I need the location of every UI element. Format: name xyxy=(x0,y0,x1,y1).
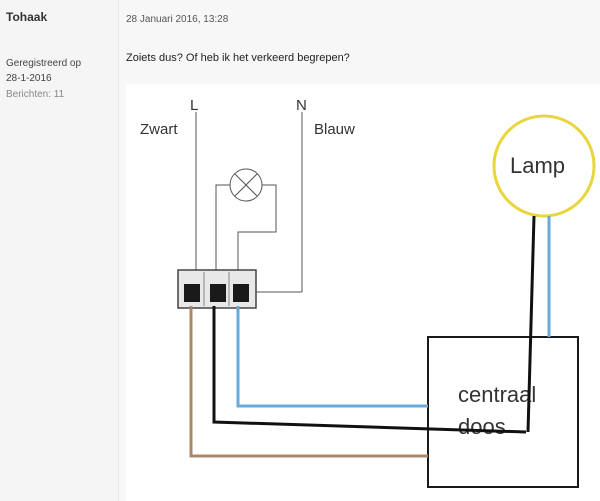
terminal-2 xyxy=(210,284,226,302)
bulb-wire-right xyxy=(237,184,277,274)
terminal-1 xyxy=(184,284,200,302)
post-date: 28 Januari 2016, 13:28 xyxy=(126,14,229,25)
central-box xyxy=(427,336,579,488)
wire-blue-terminal xyxy=(236,306,428,408)
bulb-cross-b xyxy=(234,173,258,197)
bulb-wire-left xyxy=(215,184,230,274)
label-l: L xyxy=(190,97,198,114)
registered-date: 28-1-2016 xyxy=(6,73,52,84)
post-count: Berichten: 11 xyxy=(6,89,65,100)
label-blauw: Blauw xyxy=(314,121,355,138)
author-name[interactable]: Tohaak xyxy=(6,10,48,24)
post-text: Zoiets dus? Of heb ik het verkeerd begre… xyxy=(126,52,350,64)
label-box-line1: centraal xyxy=(458,382,536,407)
terminal-3 xyxy=(233,284,249,302)
author-sidebar xyxy=(0,0,118,501)
wire-black-lamp xyxy=(526,215,536,433)
wire-black-terminal xyxy=(212,306,527,434)
label-lamp: Lamp xyxy=(510,153,565,178)
label-box-line2: doos xyxy=(458,414,506,439)
wiring-diagram-image: L N Zwart Blauw Lamp centraal doos xyxy=(126,84,600,501)
lamp-circle xyxy=(492,114,596,218)
registered-label: Geregistreerd op xyxy=(6,58,82,69)
wire-brown xyxy=(189,306,428,458)
label-n: N xyxy=(296,97,307,114)
sidebar-divider xyxy=(118,0,119,501)
label-zwart: Zwart xyxy=(140,121,178,138)
